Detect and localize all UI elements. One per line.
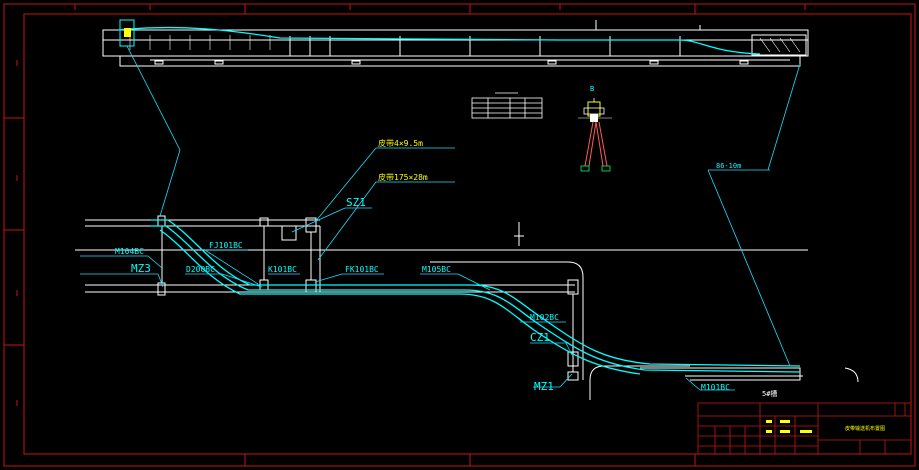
label-fj101bc: FJ101BC [209,241,243,250]
frame-ticks [4,4,806,466]
top-left-drive-unit [119,19,135,47]
label-m105bc: M105BC [422,265,451,274]
title-block-marks [766,420,812,433]
main-structure-lines [75,215,859,400]
label-m102bc: M102BC [530,313,559,322]
title-block [697,402,912,455]
drawing-frame [3,3,916,467]
label-dim-right: 86-10m [716,162,741,170]
label-k101bc: K101BC [268,265,297,274]
section-b-label: B [590,85,594,93]
label-mz3: MZ3 [131,262,151,275]
label-fk101bc: FK101BC [345,265,379,274]
label-sz1: SZ1 [346,196,366,209]
section-b-detail [578,98,612,172]
label-spec-upper: 皮带4×9.5m [378,138,423,148]
diagram-labels: 皮带4×9.5m 皮带175×28m SZ1 M104BC MZ3 FJ101B… [115,138,777,398]
label-m101bc: M101BC [701,383,730,392]
title-block-drawing-name: 皮带输送机布置图 [845,425,885,432]
label-cz1: CZ1 [530,331,550,344]
parts-table [471,92,543,119]
top-elevation-view [102,19,809,67]
label-base: 5#槽 [762,389,777,398]
top-conveyor-belt [117,26,761,55]
leader-lines [80,45,801,391]
label-mz1: MZ1 [534,380,554,393]
label-d200bc: D200BC [186,265,215,274]
label-m104bc: M104BC [115,247,144,256]
label-spec-lower: 皮带175×28m [378,172,428,182]
main-conveyor-belts [150,219,801,375]
